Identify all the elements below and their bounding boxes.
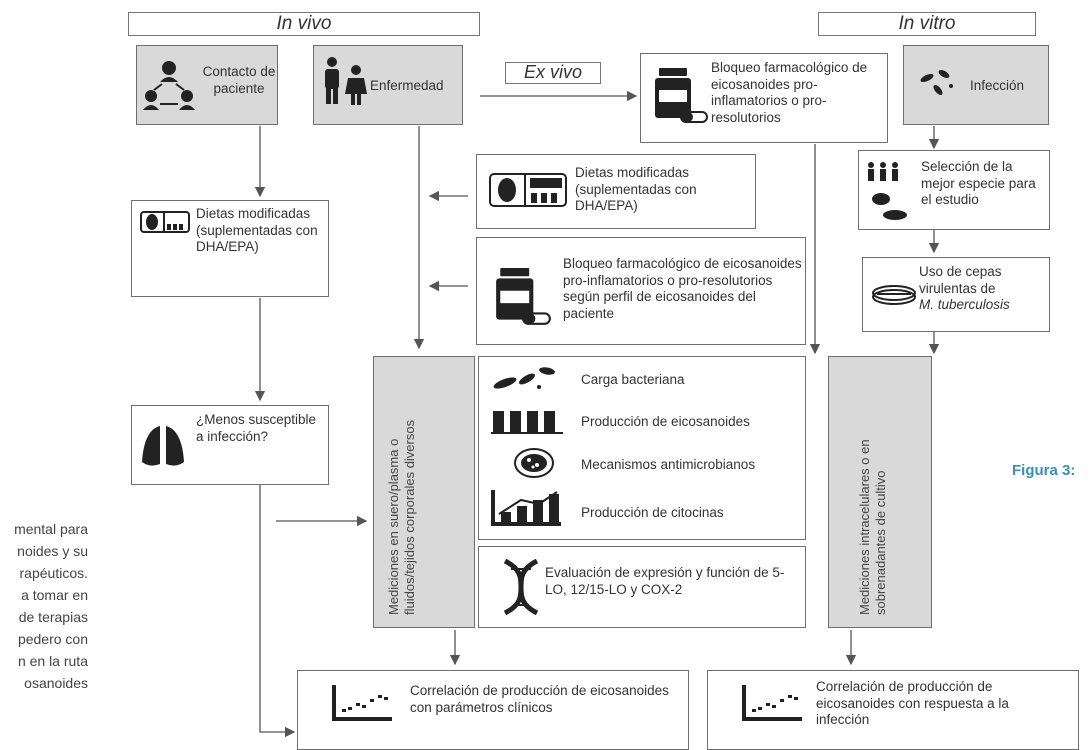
evaluacion-box: Evaluación de expresión y función de 5-L… bbox=[478, 546, 806, 628]
petri-dish-icon bbox=[872, 285, 916, 305]
scatter-plot-icon bbox=[332, 685, 392, 721]
contacto-paciente-box: Contacto de paciente bbox=[136, 45, 278, 125]
produccion-eicosanoides-label: Producción de eicosanoides bbox=[581, 414, 750, 429]
citocinas-label: Producción de citocinas bbox=[581, 505, 724, 520]
correlacion-left-label: Correlación de producción de eicosanoide… bbox=[410, 683, 669, 715]
enfermedad-label: Enfermedad bbox=[370, 78, 444, 93]
carga-bacteriana-label: Carga bacteriana bbox=[581, 372, 685, 387]
bacteria-icon bbox=[920, 70, 953, 95]
bloqueo-top-label: Bloqueo farmacológico de eicosanoides pr… bbox=[711, 60, 868, 125]
caption-line-3: rapéuticos. bbox=[19, 565, 88, 581]
dietas-left-box: Dietas modificadas (suplementadas con DH… bbox=[131, 200, 329, 297]
test-tubes-icon bbox=[491, 411, 563, 434]
medicine-icon bbox=[655, 68, 708, 123]
menos-susceptible-box: ¿Menos susceptible a infección? bbox=[131, 405, 329, 485]
bacteria-icon bbox=[493, 367, 555, 389]
cepas-species: M. tuberculosis bbox=[919, 297, 1010, 312]
bloqueo-mid-box: Bloqueo farmacológico de eicosanoides pr… bbox=[476, 237, 806, 345]
dietas-mid-box: Dietas modificadas (suplementadas con DH… bbox=[476, 154, 756, 229]
caption-line-4: a tomar en bbox=[21, 587, 88, 603]
mediciones-list-box: Carga bacteriana Producción de eicosanoi… bbox=[478, 356, 806, 540]
bar-chart-icon bbox=[491, 490, 561, 526]
correlacion-right-label: Correlación de producción de eicosanoide… bbox=[816, 679, 1009, 727]
caption-line-8: osanoides bbox=[24, 675, 88, 691]
contacto-paciente-label: Contacto de paciente bbox=[202, 64, 276, 96]
diet-icon bbox=[489, 173, 567, 207]
caption-line-6: pedero con bbox=[17, 631, 88, 647]
cepas-box: Uso de cepas virulentas de M. tuberculos… bbox=[862, 257, 1050, 332]
bloqueo-mid-label: Bloqueo farmacológico de eicosanoides pr… bbox=[563, 256, 802, 321]
people-icon bbox=[325, 57, 367, 105]
enfermedad-box: Enfermedad bbox=[313, 45, 463, 125]
lungs-icon bbox=[142, 420, 184, 466]
seleccion-label: Selección de la mejor especie para el es… bbox=[921, 159, 1036, 207]
figure-label: Figura 3: bbox=[1012, 462, 1076, 479]
diet-icon bbox=[140, 211, 190, 233]
caption-line-1: mental para bbox=[14, 521, 88, 537]
caption-line-5: de terapias bbox=[18, 609, 88, 625]
cepas-text: Uso de cepas virulentas de bbox=[919, 264, 1002, 296]
menos-susceptible-label: ¿Menos susceptible a infección? bbox=[196, 412, 317, 444]
dna-icon bbox=[503, 559, 539, 615]
scatter-plot-icon bbox=[742, 685, 802, 721]
bloqueo-top-box: Bloqueo farmacológico de eicosanoides pr… bbox=[640, 53, 888, 143]
caption-line-2: noides y su bbox=[17, 543, 88, 559]
seleccion-box: Selección de la mejor especie para el es… bbox=[858, 150, 1050, 230]
mediciones-intra-label: Mediciones intracelulares o en sobrenada… bbox=[857, 439, 888, 615]
in-vivo-header: In vivo bbox=[128, 12, 480, 36]
ex-vivo-label: Ex vivo bbox=[505, 62, 601, 84]
correlacion-right-box: Correlación de producción de eicosanoide… bbox=[707, 670, 1079, 750]
mediciones-suero-box: Mediciones en suero/plasma o fluidos/tej… bbox=[373, 356, 475, 628]
cepas-label: Uso de cepas virulentas de M. tuberculos… bbox=[919, 264, 1047, 314]
correlacion-left-box: Correlación de producción de eicosanoide… bbox=[297, 670, 689, 750]
medicine-icon bbox=[496, 268, 551, 325]
animal-species-icon bbox=[868, 162, 907, 220]
evaluacion-label: Evaluación de expresión y función de 5-L… bbox=[545, 565, 785, 597]
infeccion-box: Infección bbox=[903, 45, 1049, 125]
cell-icon bbox=[514, 448, 554, 478]
patient-contact-icon bbox=[143, 61, 195, 110]
mediciones-intra-box: Mediciones intracelulares o en sobrenada… bbox=[828, 356, 932, 628]
caption-line-7: n en la ruta bbox=[17, 653, 88, 669]
infeccion-label: Infección bbox=[970, 78, 1025, 93]
dietas-left-label: Dietas modificadas (suplementadas con DH… bbox=[196, 206, 318, 254]
mediciones-suero-label: Mediciones en suero/plasma o fluidos/tej… bbox=[386, 419, 417, 615]
in-vitro-header: In vitro bbox=[818, 12, 1036, 36]
dietas-mid-label: Dietas modificadas (suplementadas con DH… bbox=[575, 165, 697, 213]
mecanismos-label: Mecanismos antimicrobianos bbox=[581, 457, 756, 472]
